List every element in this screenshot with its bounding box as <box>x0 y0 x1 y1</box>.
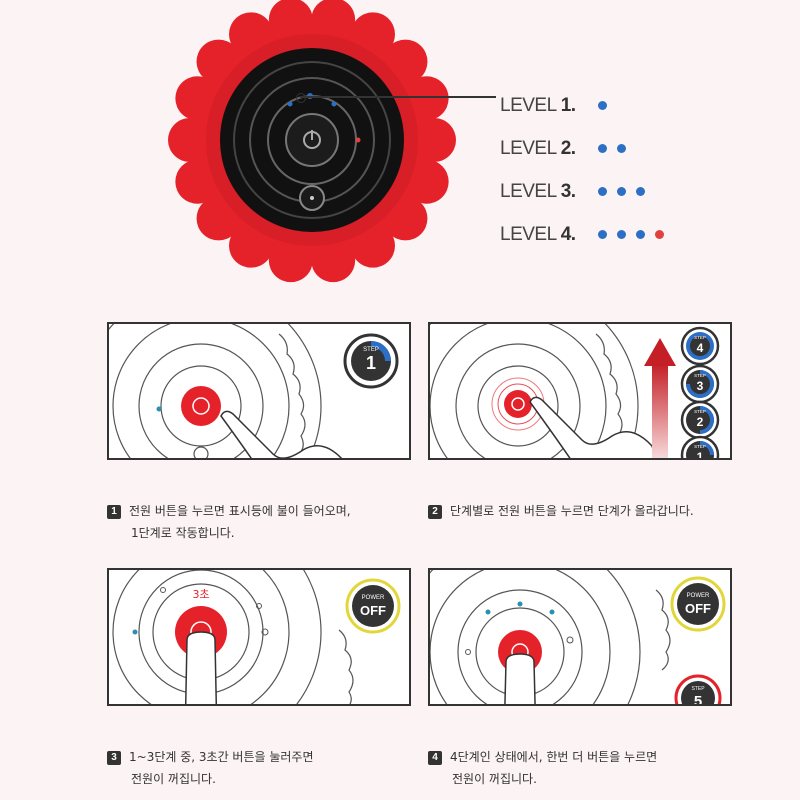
level-label: LEVEL 2. <box>500 137 576 159</box>
svg-text:1: 1 <box>366 353 376 373</box>
level-label: LEVEL 1. <box>500 94 576 116</box>
caption-number: 2 <box>428 505 442 519</box>
caption-line: 전원이 꺼집니다. <box>131 772 216 786</box>
svg-text:POWER: POWER <box>362 595 385 601</box>
svg-text:OFF: OFF <box>360 603 386 618</box>
step-panel-2: STEP 4 STEP 3 STEP 2 <box>428 322 732 460</box>
caption-line: 전원 버튼을 누르면 표시등에 불이 들어오며, <box>129 504 351 518</box>
level-label: LEVEL 4. <box>500 223 576 245</box>
svg-text:OFF: OFF <box>685 601 711 616</box>
level-dot <box>598 144 607 153</box>
caption-2: 2 단계별로 전원 버튼을 누르면 단계가 올라갑니다. <box>428 500 768 522</box>
level-dot <box>598 187 607 196</box>
level-dot <box>636 230 645 239</box>
level-row-4: LEVEL 4. <box>500 213 720 256</box>
svg-text:STEP: STEP <box>691 686 705 692</box>
svg-text:3: 3 <box>697 379 704 393</box>
svg-text:STEP: STEP <box>363 347 379 353</box>
svg-text:POWER: POWER <box>687 593 710 599</box>
level-dot <box>617 230 626 239</box>
caption-line: 4단계인 상태에서, 한번 더 버튼을 누르면 <box>450 750 658 764</box>
leader-dot <box>296 93 306 103</box>
step-badge-5: STEP 5 <box>674 674 722 706</box>
level-row-2: LEVEL 2. <box>500 127 720 170</box>
massage-ball-image <box>150 0 480 290</box>
level-row-1: LEVEL 1. <box>500 84 720 127</box>
level-dot <box>617 144 626 153</box>
level-row-3: LEVEL 3. <box>500 170 720 213</box>
caption-line: 전원이 꺼집니다. <box>452 772 537 786</box>
step-badge-3: STEP 3 <box>680 364 720 404</box>
svg-text:STEP: STEP <box>694 409 706 414</box>
caption-line: 1단계로 작동합니다. <box>131 526 235 540</box>
svg-text:5: 5 <box>694 693 702 706</box>
level-dot <box>655 230 664 239</box>
caption-1: 1 전원 버튼을 누르면 표시등에 불이 들어오며, 1단계로 작동합니다. <box>107 500 417 544</box>
svg-text:STEP: STEP <box>694 335 706 340</box>
caption-number: 1 <box>107 505 121 519</box>
level-dot <box>617 187 626 196</box>
level-dot <box>598 101 607 110</box>
caption-4: 4 4단계인 상태에서, 한번 더 버튼을 누르면 전원이 꺼집니다. <box>428 746 768 790</box>
step-badge-4: STEP 4 <box>680 326 720 366</box>
step-panel-3: 3초 POWER OFF <box>107 568 411 706</box>
caption-line: 1~3단계 중, 3초간 버튼을 눌러주면 <box>129 750 314 764</box>
svg-text:2: 2 <box>697 415 704 429</box>
svg-text:STEP: STEP <box>694 444 706 449</box>
power-off-badge: POWER OFF <box>670 576 726 632</box>
svg-text:4: 4 <box>697 341 704 355</box>
step-panel-4: POWER OFF STEP 5 <box>428 568 732 706</box>
power-off-badge: POWER OFF <box>345 578 401 634</box>
step-badge-2: STEP 2 <box>680 400 720 440</box>
level-label: LEVEL 3. <box>500 180 576 202</box>
step-badge-1: STEP 1 <box>343 333 399 389</box>
svg-text:STEP: STEP <box>694 373 706 378</box>
caption-number: 3 <box>107 751 121 765</box>
level-legend: LEVEL 1. LEVEL 2. LEVEL 3. LEVEL 4. <box>500 84 720 256</box>
caption-number: 4 <box>428 751 442 765</box>
level-dot <box>598 230 607 239</box>
caption-line: 단계별로 전원 버튼을 누르면 단계가 올라갑니다. <box>450 504 694 518</box>
svg-text:3초: 3초 <box>192 588 209 601</box>
leader-line <box>300 96 496 98</box>
svg-text:1: 1 <box>697 450 704 458</box>
step-badge-1: STEP 1 <box>680 435 720 458</box>
step-panel-1: STEP 1 <box>107 322 411 460</box>
level-dot <box>636 187 645 196</box>
caption-3: 3 1~3단계 중, 3초간 버튼을 눌러주면 전원이 꺼집니다. <box>107 746 417 790</box>
